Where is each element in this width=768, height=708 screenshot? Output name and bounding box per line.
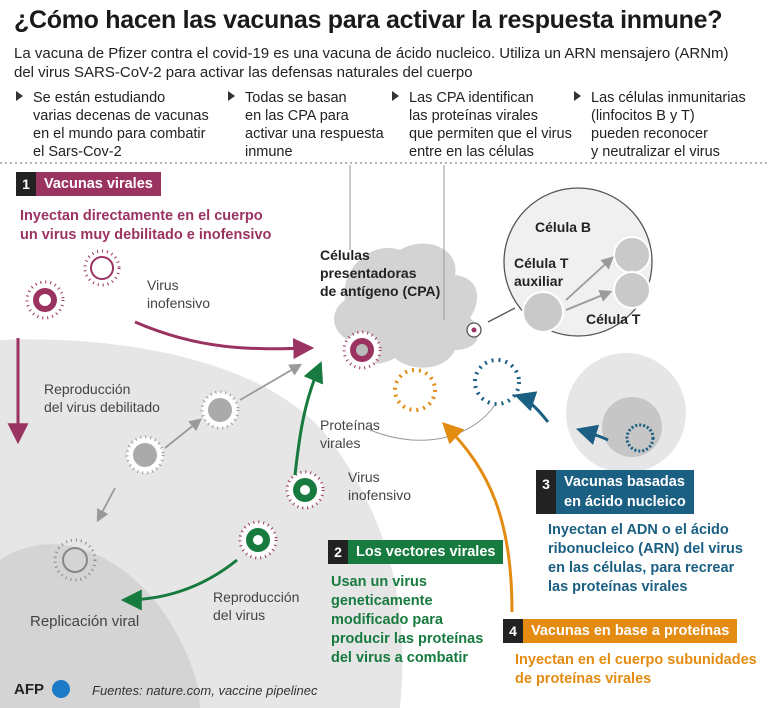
bullet-2: Todas se basan en las CPA para activar u… bbox=[228, 89, 384, 161]
vector-arrow bbox=[293, 361, 324, 476]
afp-logo: AFP bbox=[14, 681, 44, 698]
section-nucleic-description: Inyectan el ADN o el ácido ribonucleico … bbox=[548, 522, 743, 595]
replicating-virus-icon bbox=[53, 538, 97, 582]
vector-reproduction-arrow bbox=[120, 558, 238, 611]
nucleic-arrow bbox=[514, 391, 550, 423]
virus-in-cpa-icon bbox=[342, 330, 382, 370]
intro-line-1: La vacuna de Pfizer contra el covid-19 e… bbox=[14, 45, 729, 62]
virus-icon bbox=[83, 249, 121, 287]
nucleic-acid-icon bbox=[625, 423, 655, 453]
page-title: ¿Cómo hacen las vacunas para activar la … bbox=[14, 6, 723, 34]
nucleic-protein-ring-icon bbox=[473, 358, 521, 406]
intro-line-2: del virus SARS-CoV-2 para activar las de… bbox=[14, 64, 473, 81]
bullet-arrow-icon bbox=[16, 91, 23, 101]
bullet-3: Las CPA identifican las proteínas virale… bbox=[392, 89, 572, 161]
section-vectors-description: Usan un virus geneticamente modificado p… bbox=[331, 574, 484, 666]
t-cell-icon bbox=[613, 271, 651, 309]
weakened-virus-icon bbox=[125, 435, 165, 475]
section-number: 2 bbox=[328, 540, 348, 564]
section-number: 3 bbox=[536, 470, 556, 514]
section-label: Los vectores virales bbox=[348, 540, 504, 564]
section-label: Vacunas en base a proteínas bbox=[523, 619, 738, 643]
cell-t-label: Célula T bbox=[586, 311, 641, 327]
nucleus-area bbox=[0, 544, 200, 708]
bullet-arrow-icon bbox=[574, 91, 581, 101]
section-number: 4 bbox=[503, 619, 523, 643]
bullet-arrow-icon bbox=[228, 91, 235, 101]
afp-logo-dot-icon bbox=[52, 680, 70, 698]
protein-ring-icon bbox=[393, 368, 437, 412]
connector-line bbox=[487, 307, 516, 323]
b-cell-icon bbox=[613, 236, 651, 274]
cell-b-label: Célula B bbox=[535, 219, 592, 235]
section-viral-description: Inyectan directamente en el cuerpo un vi… bbox=[20, 208, 272, 243]
section-label: Vacunas virales bbox=[36, 172, 161, 196]
viral-arrow bbox=[134, 320, 315, 360]
section-protein-description: Inyectan en el cuerpo subunidades de pro… bbox=[515, 652, 757, 687]
viral-replication-label: Replicación viral bbox=[30, 613, 140, 630]
vector-virus-icon bbox=[285, 470, 325, 510]
protein-arrow bbox=[442, 422, 514, 613]
bullet-4: Las células inmunitarias (linfocitos B y… bbox=[574, 89, 746, 161]
t-helper-cell-icon bbox=[522, 291, 564, 333]
bullet-arrow-icon bbox=[392, 91, 399, 101]
sources-text: Fuentes: nature.com, vaccine pipelinec bbox=[92, 683, 318, 698]
vector-virus-icon bbox=[238, 520, 278, 560]
virus-icon bbox=[25, 280, 65, 320]
weakened-virus-icon bbox=[200, 390, 240, 430]
bullet-1: Se están estudiando varias decenas de va… bbox=[16, 89, 209, 161]
section-number: 1 bbox=[16, 172, 36, 196]
